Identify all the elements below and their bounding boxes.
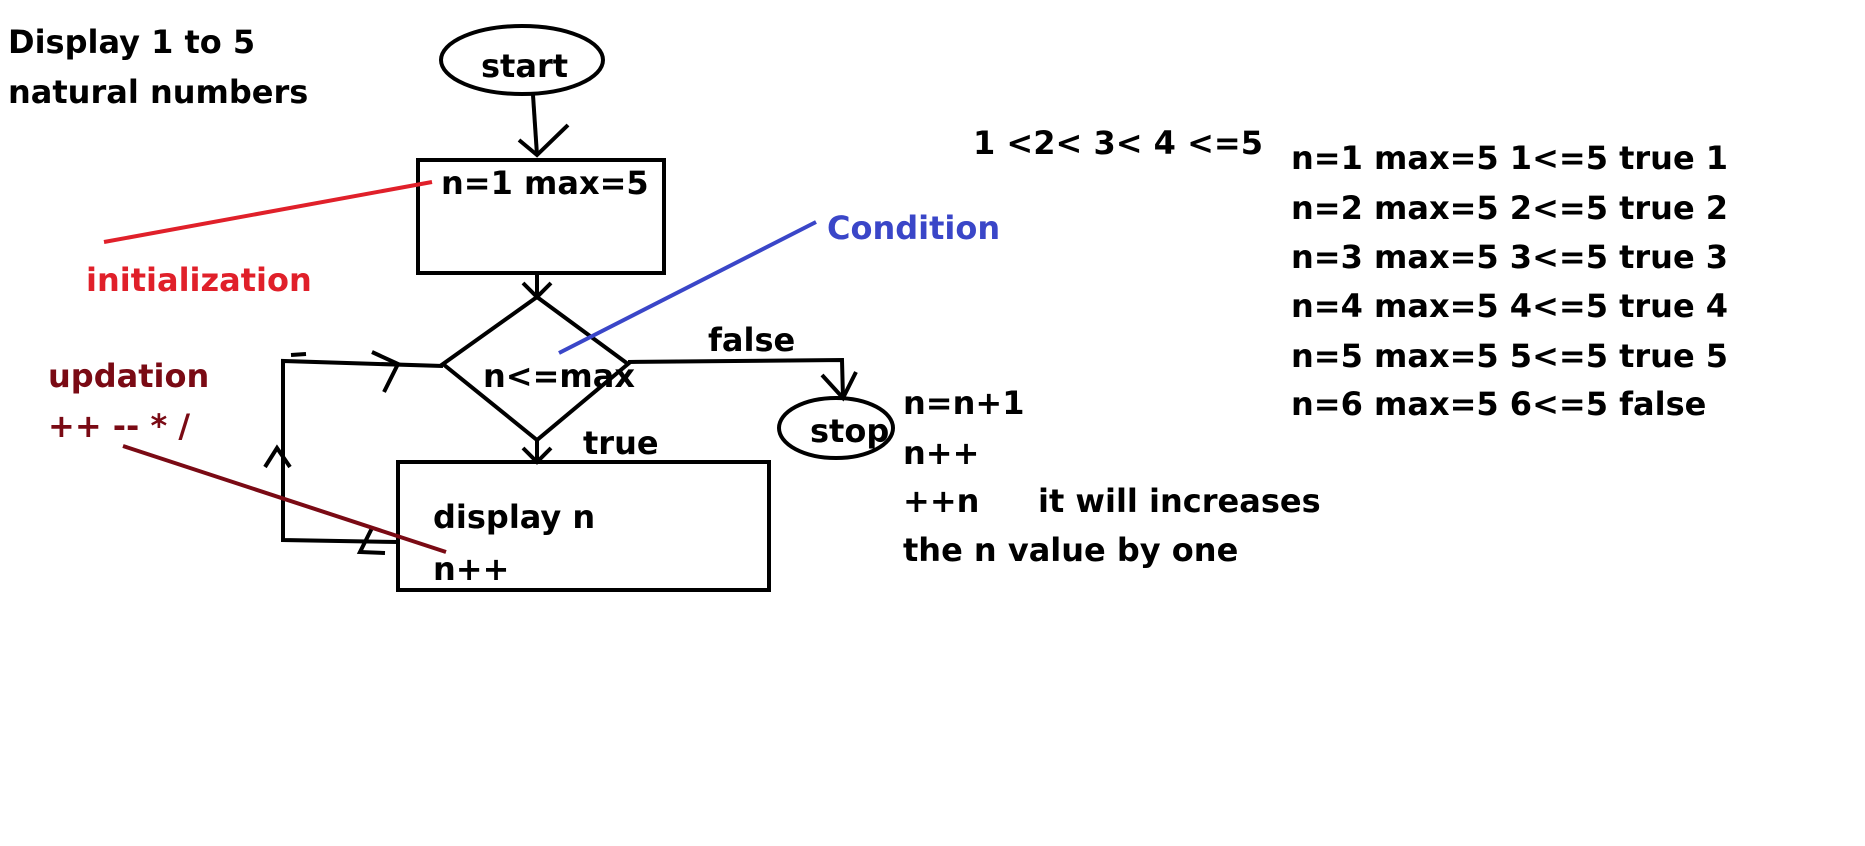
updation-pointer-line — [122, 444, 447, 554]
initialization-pointer-line — [103, 180, 433, 244]
false-branch-arrowhead — [820, 371, 858, 402]
false-branch-line — [627, 357, 845, 399]
trace-row-1: n=1 max=5 1<=5 true 1 — [1291, 139, 1729, 177]
increment-note-3-explanation: it will increases — [1038, 482, 1321, 520]
operators-annotation: ++ -- * / — [48, 407, 191, 445]
trace-row-5: n=5 max=5 5<=5 true 5 — [1291, 337, 1729, 375]
body-box — [396, 460, 771, 592]
true-label: true — [583, 424, 659, 462]
diagram-title-line-1: Display 1 to 5 — [8, 23, 256, 61]
arrow-start-to-init — [531, 94, 539, 156]
init-box — [416, 158, 666, 275]
loop-arrowhead-bottom — [356, 527, 386, 555]
condition-annotation: Condition — [827, 209, 1001, 247]
decision-text: n<=max — [483, 357, 635, 395]
init-box-text: n=1 max=5 — [441, 164, 649, 202]
updation-annotation: updation — [48, 357, 210, 395]
increment-note-3: ++n — [903, 482, 980, 520]
start-oval — [439, 24, 605, 96]
stop-label: stop — [810, 412, 890, 450]
increment-note-4: the n value by one — [903, 531, 1239, 569]
loop-top-tick — [290, 352, 307, 357]
diagram-title-line-2: natural numbers — [8, 73, 309, 111]
trace-row-2: n=2 max=5 2<=5 true 2 — [1291, 189, 1729, 227]
start-label: start — [481, 47, 569, 85]
arrow-start-to-init-head — [517, 123, 570, 158]
false-label: false — [708, 321, 796, 359]
stop-oval — [777, 396, 895, 460]
condition-pointer-line — [558, 220, 817, 355]
increment-note-2: n++ — [903, 434, 980, 472]
loop-arrowhead-left — [263, 444, 292, 469]
loop-arrowhead-top — [371, 350, 401, 393]
increment-note-1: n=n+1 — [903, 384, 1025, 422]
body-text-increment: n++ — [433, 550, 510, 588]
comparison-chain: 1 <2< 3< 4 <=5 — [973, 124, 1263, 162]
body-text-display: display n — [433, 498, 596, 536]
trace-row-6: n=6 max=5 6<=5 false — [1291, 385, 1707, 423]
loop-back-line — [281, 358, 444, 544]
initialization-annotation: initialization — [86, 261, 312, 299]
trace-row-4: n=4 max=5 4<=5 true 4 — [1291, 287, 1729, 325]
trace-row-3: n=3 max=5 3<=5 true 3 — [1291, 238, 1729, 276]
